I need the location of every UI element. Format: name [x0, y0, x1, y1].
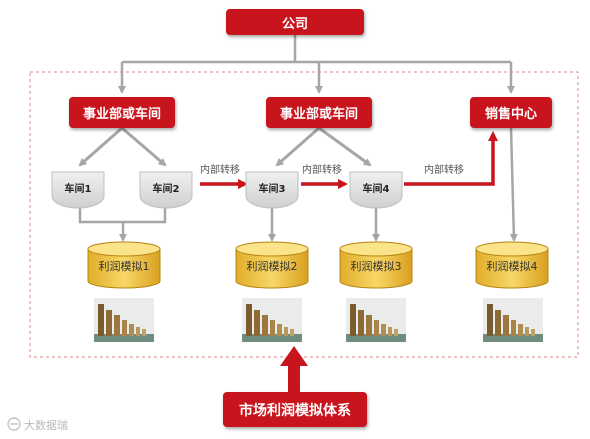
model-label-3: 利润模拟3 [350, 260, 402, 273]
model-label-2: 利润模拟2 [246, 260, 298, 273]
weights-image-2 [242, 298, 302, 342]
workshop-to-model-lines [78, 127, 518, 242]
unit-box-2: 事业部或车间 [266, 97, 372, 128]
workshop-label-3: 车间3 [258, 184, 286, 195]
model-cylinders [87, 241, 549, 289]
unit-box-1: 事业部或车间 [69, 97, 175, 128]
watermark-logo-icon [7, 417, 21, 431]
system-up-arrow [280, 346, 308, 392]
company-connectors [118, 35, 515, 94]
workshop-label-2: 车间2 [152, 184, 180, 195]
model-label-4: 利润模拟4 [486, 260, 538, 273]
dashed-enclosure [29, 71, 579, 358]
transfer-label-2: 内部转移 [302, 165, 342, 176]
transfer-label-3: 内部转移 [424, 165, 464, 176]
workshop-shapes [51, 171, 403, 209]
workshop-label-1: 车间1 [64, 184, 92, 195]
workshop-label-4: 车间4 [362, 184, 390, 195]
company-box: 公司 [226, 9, 364, 35]
internal-transfer-arrows [200, 131, 498, 189]
unit-to-workshop-arrows [78, 126, 372, 167]
weights-image-4 [483, 298, 543, 342]
transfer-label-1: 内部转移 [200, 165, 240, 176]
model-label-1: 利润模拟1 [98, 260, 150, 273]
system-box: 市场利润模拟体系 [223, 392, 367, 427]
sales-center-box: 销售中心 [470, 97, 552, 128]
weights-image-3 [346, 298, 406, 342]
weights-image-1 [94, 298, 154, 342]
watermark-text: 大数据瑞 [24, 419, 68, 432]
